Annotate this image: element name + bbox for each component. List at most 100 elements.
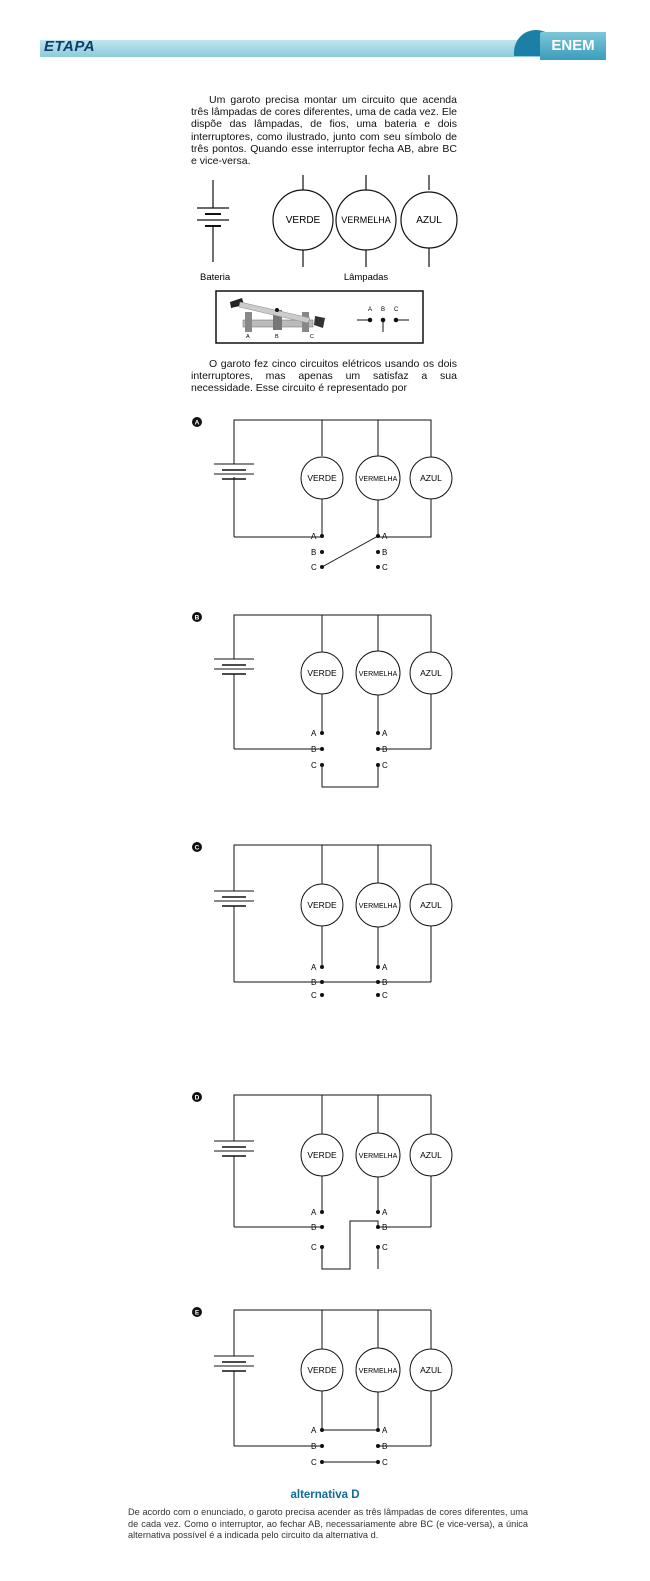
switch-point-label: C <box>311 563 317 572</box>
switch-point-label: A <box>311 1426 317 1435</box>
lamp-label: AZUL <box>420 668 442 678</box>
lamp-label: VERMELHA <box>359 903 398 910</box>
option-letter-badge: D <box>192 1092 202 1102</box>
lamp-label: AZUL <box>420 473 442 483</box>
switch-point-label: A <box>382 729 388 738</box>
question-intro: Um garoto precisa montar um circuito que… <box>191 94 457 167</box>
switch-point-label: B <box>275 334 279 340</box>
option-letter: D <box>195 1095 200 1102</box>
switch-point-label: C <box>382 1458 388 1467</box>
exam-tab: ENEM <box>540 32 606 60</box>
lamp-azul: AZUL <box>400 175 458 267</box>
switch-point-label: C <box>382 1243 388 1252</box>
lamp: VERMELHA <box>355 455 401 501</box>
switch-point-label: A <box>311 729 317 738</box>
switch-point-label: A <box>382 532 388 541</box>
circuit-wires <box>214 1094 432 1227</box>
lamp: VERMELHA <box>355 650 401 696</box>
switch-point-label: C <box>311 761 317 770</box>
lamp: AZUL <box>409 651 453 695</box>
switch-illustration: A B C A B C <box>215 290 424 344</box>
lamp: VERMELHA <box>355 882 401 928</box>
switch-point-label: A <box>382 963 388 972</box>
lamp-label: AZUL <box>420 900 442 910</box>
answer-title: alternativa D <box>290 1489 360 1501</box>
switch-point-label: A <box>368 307 372 313</box>
switch-point-label: B <box>381 307 385 313</box>
lamp-label: VERDE <box>307 1365 337 1375</box>
question-statement: O garoto fez cinco circuitos elétricos u… <box>191 358 457 395</box>
circuit-wires <box>214 844 432 982</box>
option-letter: E <box>195 1310 200 1317</box>
question-intro-text: Um garoto precisa montar um circuito que… <box>191 94 457 168</box>
lamp: VERDE <box>300 1133 344 1177</box>
lamp-label: VERMELHA <box>359 671 398 678</box>
switch-drawing: A B C <box>230 298 325 340</box>
lamp: VERMELHA <box>355 1132 401 1178</box>
lamp-label: VERMELHA <box>359 476 398 483</box>
switch-point-label: C <box>311 1243 317 1252</box>
lamp: VERDE <box>300 456 344 500</box>
lamp: VERMELHA <box>355 1347 401 1393</box>
switch-point-label: C <box>310 334 314 340</box>
brand-logo: ETAPA <box>44 38 96 55</box>
switch-point-label: A <box>382 1426 388 1435</box>
answer-explanation: De acordo com o enunciado, o garoto prec… <box>128 1507 528 1540</box>
setup-figure: VERDE VERMELHA AZUL Bateria Lâmpadas <box>197 175 458 283</box>
lamp-label: VERDE <box>286 215 321 226</box>
page-header: ETAPA ENEM <box>40 30 606 60</box>
switch-wiring <box>234 748 431 788</box>
lamp: AZUL <box>409 883 453 927</box>
lamp-verde: VERDE <box>272 175 334 267</box>
lamp: VERDE <box>300 883 344 927</box>
switch-point-label: C <box>311 991 317 1000</box>
lamps-label: Lâmpadas <box>344 272 389 283</box>
switch-wiring <box>321 535 379 568</box>
option-letter-badge: A <box>192 417 202 427</box>
battery-label: Bateria <box>200 272 231 283</box>
switch-point-label: C <box>382 563 388 572</box>
lamp-label: VERMELHA <box>359 1153 398 1160</box>
header-bar <box>40 40 550 57</box>
question-statement-text: O garoto fez cinco circuitos elétricos u… <box>191 358 457 395</box>
switch-point-label: C <box>311 1458 317 1467</box>
lamp-label: VERMELHA <box>359 1368 398 1375</box>
option-letter-badge: B <box>192 612 202 622</box>
switch-point-label: B <box>382 548 387 557</box>
lamp-vermelha: VERMELHA <box>335 175 397 267</box>
battery-symbol <box>197 180 229 262</box>
switch-point-label: B <box>311 548 316 557</box>
lamp-label: AZUL <box>416 215 442 226</box>
switch-point-label: C <box>382 991 388 1000</box>
switch-wiring <box>234 1220 431 1270</box>
switch-point-label: C <box>394 307 399 313</box>
option-letter: C <box>195 845 200 852</box>
lamp-label: VERMELHA <box>341 215 391 225</box>
lamp: AZUL <box>409 456 453 500</box>
switch-point-label: A <box>246 334 250 340</box>
circuit-wires <box>214 1309 432 1446</box>
switch-point-label: A <box>311 1208 317 1217</box>
lamp-label: AZUL <box>420 1150 442 1160</box>
option-letter-badge: E <box>192 1307 202 1317</box>
option-letter-badge: C <box>192 842 202 852</box>
switch-point-label: A <box>311 963 317 972</box>
option-letter: B <box>195 615 200 622</box>
switch-point-label: A <box>311 532 317 541</box>
option-letter: A <box>195 420 200 427</box>
switch-point-label: A <box>382 1208 388 1217</box>
lamp-label: VERDE <box>307 900 337 910</box>
lamp: VERDE <box>300 1348 344 1392</box>
lamp-label: AZUL <box>420 1365 442 1375</box>
circuit-wires <box>214 614 432 749</box>
switch-symbol <box>357 317 409 332</box>
lamp-label: VERDE <box>307 1150 337 1160</box>
